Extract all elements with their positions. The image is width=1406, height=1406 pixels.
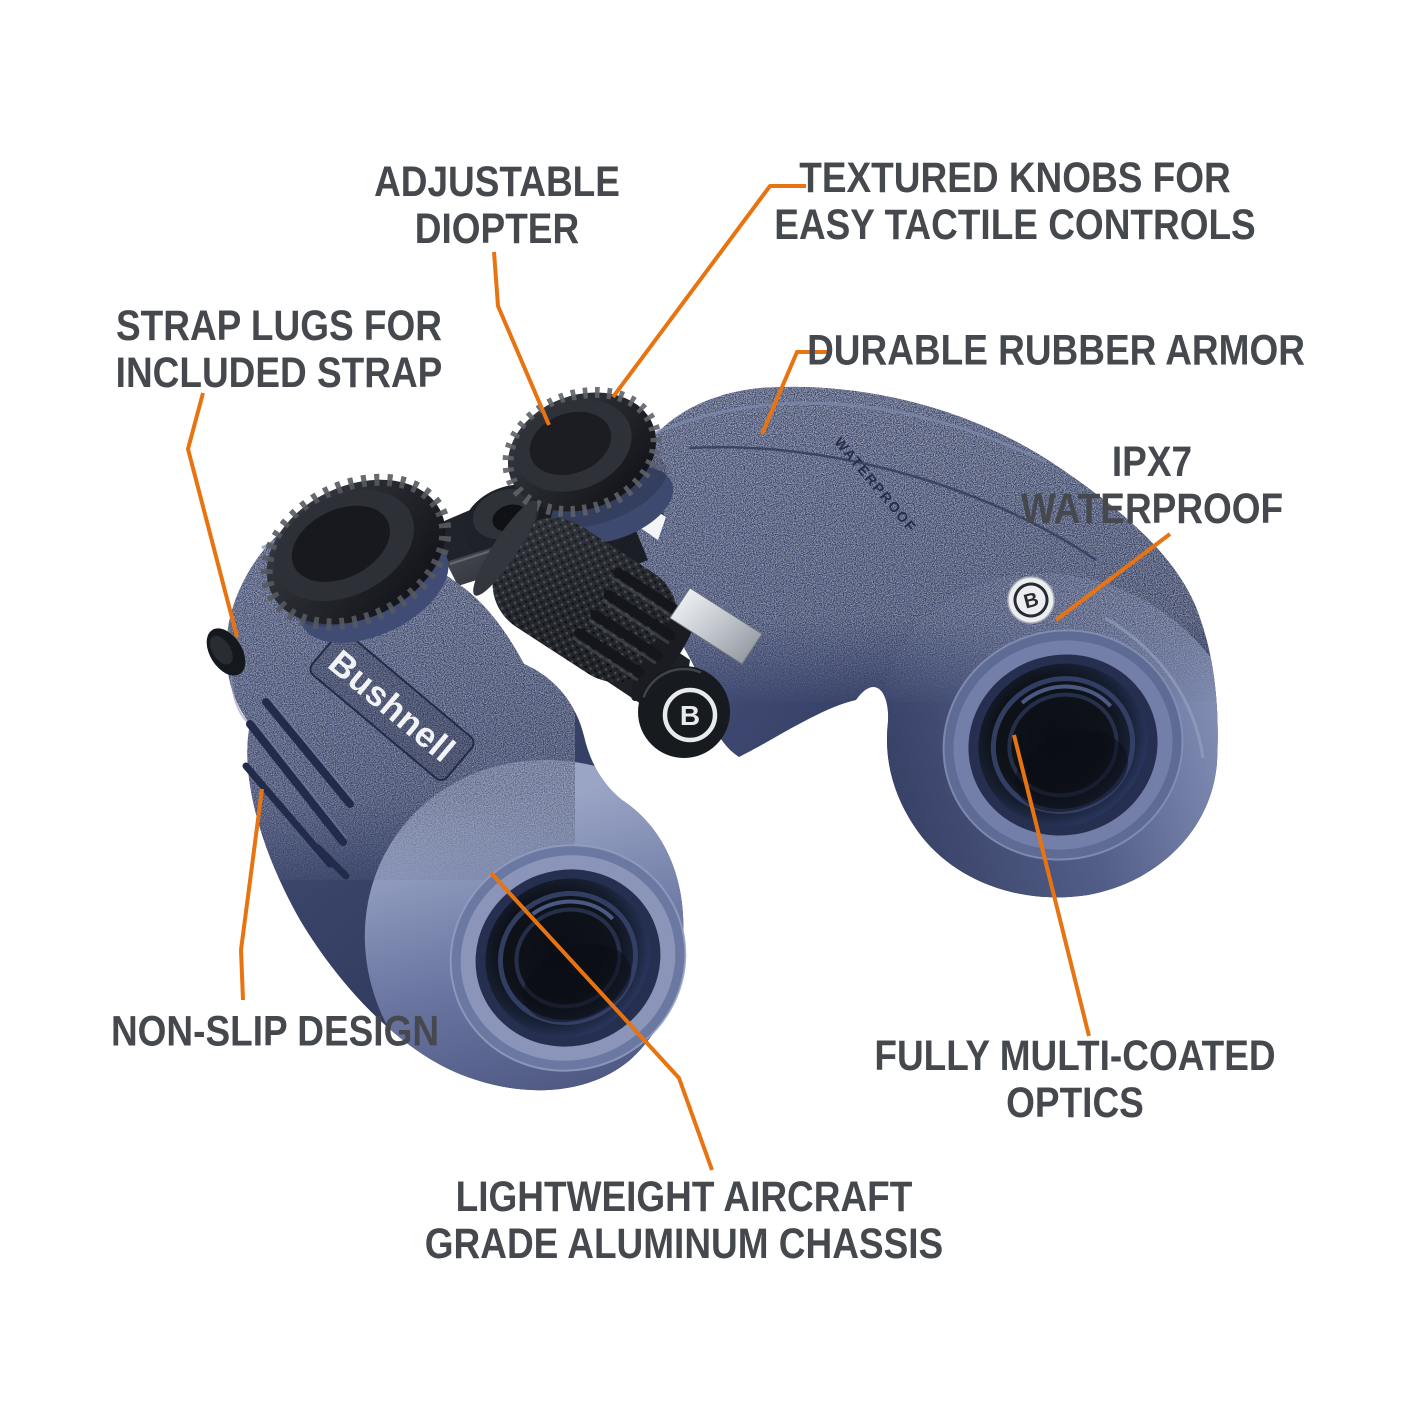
callout-non-slip: NON-SLIP DESIGN [110,1007,440,1056]
callout-text: LIGHTWEIGHT AIRCRAFT [455,1173,913,1221]
leader-line-textured-knobs [611,184,806,399]
callout-text: ADJUSTABLE [374,158,620,206]
callout-text: OPTICS [1006,1079,1144,1127]
callout-text: FULLY MULTI-COATED [874,1032,1276,1080]
callout-text: IPX7 [1111,438,1193,486]
strap-lug [206,628,246,676]
svg-text:B: B [1021,588,1041,613]
callout-text: GRADE ALUMINUM CHASSIS [424,1220,944,1268]
left-eyepiece-ring [260,473,452,631]
bushnell-b-logo-cap-icon: B [638,666,730,758]
callout-durable-rubber-armor: DURABLE RUBBER ARMOR [807,326,1305,375]
bushnell-b-badge-icon: B [1007,576,1055,624]
callout-text: STRAP LUGS FOR [115,302,442,350]
leader-lines [186,184,1172,1171]
callout-text: DIOPTER [414,205,580,253]
callout-text: EASY TACTILE CONTROLS [774,201,1256,249]
leader-line-ipx7-waterproof [1054,532,1172,622]
callout-text: INCLUDED STRAP [115,349,443,397]
leader-line-fully-multi-coated [1012,734,1091,1037]
leader-line-lightweight-chassis [489,871,714,1171]
callout-text: WATERPROOF [1020,485,1284,533]
callout-text: NON-SLIP DESIGN [110,1007,440,1056]
callout-textured-knobs: TEXTURED KNOBS FOR EASY TACTILE CONTROLS [774,155,1255,249]
focus-knob: B [473,500,763,758]
leader-line-durable-rubber-armor [760,350,830,435]
callout-fully-multi-coated: FULLY MULTI-COATED OPTICS [874,1033,1275,1127]
knob-ridges [574,567,684,678]
right-objective-lens [942,629,1184,861]
leader-line-adjustable-diopter [492,251,551,426]
leader-line-strap-lugs [186,392,239,638]
silver-axle-bar [669,587,763,665]
right-barrel-top-highlight [647,401,1047,464]
callout-ipx7-waterproof: IPX7 WATERPROOF [1021,439,1283,533]
leader-line-non-slip [239,788,264,1001]
diopter-ring [502,386,662,518]
grip-grooves [242,697,354,880]
callout-lightweight-chassis: LIGHTWEIGHT AIRCRAFT GRADE ALUMINUM CHAS… [425,1174,943,1268]
callout-text: TEXTURED KNOBS FOR [799,154,1231,202]
callout-text: DURABLE RUBBER ARMOR [807,326,1305,375]
callout-adjustable-diopter: ADJUSTABLE DIOPTER [374,159,620,253]
svg-text:B: B [680,700,700,731]
callout-strap-lugs: STRAP LUGS FOR INCLUDED STRAP [116,303,443,397]
